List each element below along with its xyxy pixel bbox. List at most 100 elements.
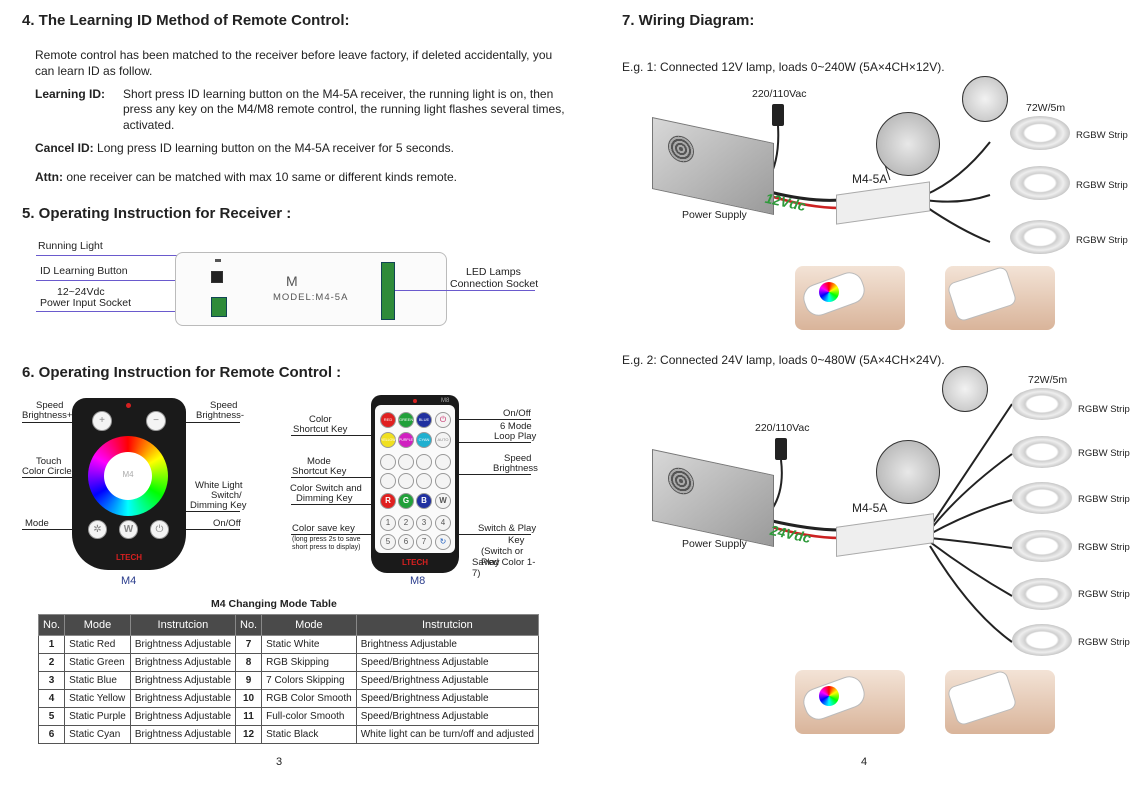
eg1-strip-2-label: RGBW Strip [1076, 180, 1128, 191]
m8-mode-key-3[interactable] [416, 454, 432, 470]
m8-play-key[interactable]: ↻ [435, 534, 451, 550]
m8-num-2[interactable]: 2 [398, 515, 414, 531]
eg1-zoom-circle-2 [962, 76, 1008, 122]
m4-speed-plus-label-1: Speed [36, 400, 64, 411]
m8-mode-key-2[interactable] [398, 454, 414, 470]
mode-table-title: M4 Changing Mode Table [211, 598, 337, 610]
mode-table-header: No. Mode Instrutcion No. Mode Instrutcio… [37, 614, 539, 636]
eg1-strip-3 [1010, 220, 1070, 254]
eg1-wattage-label: 72W/5m [1026, 102, 1066, 114]
eg2-wires [767, 403, 1013, 643]
table-cell: Brightness Adjustable [355, 635, 539, 654]
eg2-strip-5-label: RGBW Strip [1078, 589, 1130, 600]
led-lamps-label: LED Lamps [466, 266, 521, 278]
m4-speed-minus-label-2: Brightness- [196, 410, 245, 421]
m8-red-key[interactable]: RED [380, 412, 396, 428]
m8-mode-key-5[interactable] [398, 473, 414, 489]
table-cell: Speed/Brightness Adjustable [355, 689, 539, 708]
table-cell: 3 [37, 671, 66, 690]
m8-speed-up-key[interactable] [435, 454, 451, 470]
col-mode: Mode [64, 614, 131, 636]
m4-white-button[interactable]: W [119, 520, 138, 539]
table-cell: Static Yellow [64, 689, 131, 708]
table-cell: 7 [234, 635, 263, 654]
m8-sp-label-4: Saved Color 1-7) [472, 557, 536, 579]
col-instruction: Instrutcion [129, 614, 237, 636]
m4-mode-label: Mode [25, 518, 49, 529]
eg2-strip-2-label: RGBW Strip [1078, 448, 1130, 459]
m8-ir-led [413, 399, 417, 403]
running-light-label: Running Light [38, 240, 103, 252]
eg2-strip-3 [1012, 482, 1072, 514]
table-row: 2 Static Green Brightness Adjustable 8 R… [37, 653, 539, 672]
eg2-strip-3-label: RGBW Strip [1078, 494, 1130, 505]
m4-white-label-3: Dimming Key [190, 500, 247, 511]
m4-remote-diagram: Speed Brightness+ Speed Brightness- Touc… [20, 398, 260, 588]
m8-r-key[interactable]: R [380, 493, 396, 509]
m4-remote-body: + − M4 ✲ W ⏻ LTECH [72, 398, 186, 570]
m8-power-key[interactable]: ⏻ [435, 412, 451, 428]
section-4-title: 4. The Learning ID Method of Remote Cont… [22, 12, 350, 29]
id-learning-label: ID Learning Button [40, 265, 128, 277]
table-cell: 2 [37, 653, 66, 672]
table-cell: 4 [37, 689, 66, 708]
table-cell: Static Red [64, 635, 131, 654]
m8-mode-key-4[interactable] [380, 473, 396, 489]
m4-onoff-label: On/Off [213, 518, 241, 529]
m8-remote-body: M8 RED GREEN BLUE ⏻ YELLOW PURPLE CYAN A… [371, 395, 459, 573]
m8-brand-logo: LTECH [401, 558, 429, 567]
m8-num-7[interactable]: 7 [416, 534, 432, 550]
section-4-intro-line-2: can learn ID as follow. [35, 64, 153, 78]
table-cell: Static Black [261, 725, 357, 744]
m8-num-4[interactable]: 4 [435, 515, 451, 531]
m4-wheel-center-label: M4 [122, 470, 134, 479]
m8-save-label-2: (long press 2s to save [292, 536, 361, 543]
page-number-left: 3 [276, 756, 283, 768]
table-cell: 9 [234, 671, 263, 690]
eg2-wattage-label: 72W/5m [1028, 374, 1068, 386]
m8-yellow-key[interactable]: YELLOW [380, 432, 396, 448]
led-output-terminal [381, 262, 395, 320]
m4-color-wheel[interactable]: M4 [88, 436, 168, 516]
m8-w-key[interactable]: W [435, 493, 451, 509]
table-cell: Brightness Adjustable [129, 689, 237, 708]
attn-label: Attn: [35, 170, 63, 184]
m8-g-key[interactable]: G [398, 493, 414, 509]
m4-power-button[interactable]: ⏻ [150, 520, 169, 539]
example-1-caption: E.g. 1: Connected 12V lamp, loads 0~240W… [622, 60, 945, 74]
m4-speed-minus-button[interactable]: − [146, 411, 166, 431]
receiver-model-text: MODEL:M4-5A [273, 292, 349, 303]
cancel-id-row: Cancel ID: Long press ID learning button… [35, 140, 454, 156]
learning-id-line-3: activated. [123, 118, 175, 132]
m8-mode-key-6[interactable] [416, 473, 432, 489]
m8-green-key[interactable]: GREEN [398, 412, 414, 428]
eg1-controller-label: M4-5A [852, 172, 888, 186]
m8-mode-key-1[interactable] [380, 454, 396, 470]
m4-speed-plus-button[interactable]: + [92, 411, 112, 431]
m8-auto-key[interactable]: AUTO [435, 432, 451, 448]
m8-num-3[interactable]: 3 [416, 515, 432, 531]
m8-sb-label-2: Brightness [493, 463, 538, 474]
eg2-strip-1 [1012, 388, 1072, 420]
m8-num-1[interactable]: 1 [380, 515, 396, 531]
m8-loop-label-2: Loop Play [494, 431, 537, 442]
m8-cyan-key[interactable]: CYAN [416, 432, 432, 448]
m8-purple-key[interactable]: PURPLE [398, 432, 414, 448]
table-cell: Brightness Adjustable [129, 707, 237, 726]
eg1-strip-2 [1010, 166, 1070, 200]
m4-white-label-2: Switch/ [211, 490, 242, 501]
voltage-label: 12~24Vdc [57, 286, 105, 298]
m8-blue-key[interactable]: BLUE [416, 412, 432, 428]
m4-mode-button[interactable]: ✲ [88, 520, 107, 539]
m8-num-6[interactable]: 6 [398, 534, 414, 550]
table-row: 6 Static Cyan Brightness Adjustable 12 S… [37, 725, 539, 744]
m8-num-5[interactable]: 5 [380, 534, 396, 550]
table-cell: Speed/Brightness Adjustable [355, 653, 539, 672]
m8-b-key[interactable]: B [416, 493, 432, 509]
m8-speed-down-key[interactable] [435, 473, 451, 489]
table-cell: Full-color Smooth [261, 707, 357, 726]
m8-loop-label-1: 6 Mode [500, 421, 532, 432]
page-number-right: 4 [861, 756, 868, 768]
m8-mode-label-1: Mode [307, 456, 331, 467]
m4-brand-logo: LTECH [115, 553, 143, 562]
